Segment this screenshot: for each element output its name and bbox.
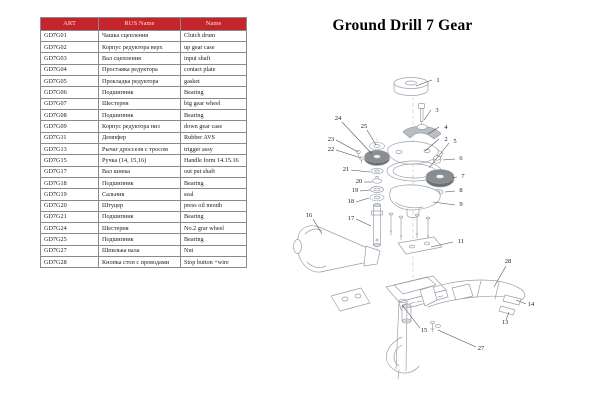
- part-auger-tube: [386, 298, 420, 380]
- callout-label: 20: [356, 178, 363, 185]
- part-bearing-bottom: [369, 193, 385, 202]
- cell-eng-name: Rubber AVS: [180, 131, 247, 144]
- parts-table: ART RUS Name Name GD7G01 Чашка сцепления…: [40, 17, 247, 269]
- callout-label: 13: [502, 319, 509, 326]
- cell-rus-name: Рычаг дросселя с тросом: [98, 142, 181, 156]
- cell-eng-name: Stop button +wire: [180, 256, 247, 269]
- callout-label: 25: [361, 123, 368, 130]
- cell-eng-name: Bearing: [180, 210, 247, 224]
- table-row: GD7G28 Кнопка стоп с проводами Stop butt…: [40, 256, 247, 269]
- col-header-rus-name: RUS Name: [98, 17, 181, 31]
- table-row: GD7G11 Демпфер Rubber AVS: [40, 131, 247, 144]
- cell-eng-name: out put shaft: [180, 165, 247, 178]
- table-row: GD7G04 Проставка редуктора contact plate: [40, 63, 247, 77]
- callout-labels: 1 3 4 2 5 6 7 8 9 11 24 25 23 22 21 20 1…: [306, 77, 535, 352]
- callout-label: 4: [444, 124, 448, 131]
- col-header-art: ART: [40, 17, 99, 31]
- callout-label: 2: [444, 136, 447, 143]
- cell-rus-name: Подшипник: [98, 233, 181, 246]
- leader-lines: [312, 79, 527, 348]
- table-row: GD7G13 Рычаг дросселя с тросом trigger a…: [40, 142, 247, 156]
- table-row: GD7G02 Корпус редуктора верх up gear cas…: [40, 41, 247, 54]
- part-big-gear-wheel: [425, 169, 455, 188]
- callout-label: 17: [348, 215, 355, 222]
- cell-eng-name: down gear case: [180, 120, 247, 133]
- callout-label: 28: [505, 258, 512, 265]
- callout-label: 14: [528, 301, 535, 308]
- callout-label: 1: [436, 77, 439, 84]
- callout-label: 6: [459, 155, 463, 162]
- part-handle-tube-13: [498, 305, 516, 316]
- part-no2-gear-wheel: [364, 149, 390, 166]
- part-output-shaft: [371, 203, 383, 247]
- callout-label: 22: [328, 146, 335, 153]
- cell-art-code: GD7G17: [40, 165, 99, 178]
- callout-label: 21: [343, 166, 350, 173]
- cell-art-code: GD7G19: [40, 188, 99, 201]
- table-row: GD7G24 Шестерня No.2 grar wheel: [40, 222, 247, 235]
- cell-art-code: GD7G15: [40, 154, 99, 167]
- part-clutch-drum: [393, 77, 429, 96]
- part-contact-plate: [402, 124, 442, 140]
- cell-eng-name: Bearing: [180, 176, 247, 190]
- callout-label: 24: [335, 115, 342, 122]
- table-row: GD7G20 Штуцер press oil mouth: [40, 199, 247, 212]
- part-stud-bolt: [430, 320, 441, 333]
- col-header-name: Name: [180, 17, 247, 31]
- table-row: GD7G09 Корпус редуктора низ down gear ca…: [40, 120, 247, 133]
- cell-art-code: GD7G24: [40, 222, 99, 235]
- cell-art-code: GD7G21: [40, 210, 99, 224]
- callout-label: 23: [328, 136, 335, 143]
- part-seal: [370, 186, 384, 193]
- table-header-row: ART RUS Name Name: [40, 17, 247, 31]
- callout-label: 5: [453, 138, 456, 145]
- table-row: GD7G25 Подшипник Bearing: [40, 233, 247, 246]
- cell-eng-name: Bearing: [180, 233, 247, 246]
- table-row: GD7G15 Ручка (14, 15,16) Handle form 14.…: [40, 154, 247, 167]
- callout-label: 7: [461, 173, 465, 180]
- case-bolts: [388, 212, 431, 241]
- cell-eng-name: No.2 grar wheel: [180, 222, 247, 235]
- cell-art-code: GD7G09: [40, 120, 99, 133]
- cell-art-code: GD7G28: [40, 256, 99, 269]
- part-small-pin-upper: [356, 149, 361, 157]
- part-nut: [433, 155, 441, 164]
- callout-label: 18: [348, 198, 355, 205]
- callout-label: 16: [306, 212, 313, 219]
- cell-art-code: GD7G20: [40, 199, 99, 212]
- part-bearing-mid: [370, 167, 384, 175]
- part-handle-tube-14: [502, 294, 522, 306]
- cell-eng-name: seal: [180, 188, 247, 201]
- cell-eng-name: trigger assy: [180, 142, 247, 156]
- callout-label: 19: [352, 187, 359, 194]
- part-small-pin-lower: [359, 156, 364, 164]
- center-axis-lines: [376, 97, 414, 292]
- part-input-shaft: [418, 103, 425, 125]
- callout-label: 27: [478, 345, 485, 352]
- callout-label: 3: [435, 107, 438, 114]
- part-rubber-avs-plate: [397, 236, 443, 255]
- table-row: GD7G06 Подшипник Bearing: [40, 86, 247, 99]
- callout-label: 8: [459, 187, 462, 194]
- cell-eng-name: press oil mouth: [180, 199, 247, 212]
- part-left-handle: [293, 225, 381, 273]
- part-bearing-top: [369, 142, 385, 150]
- callout-label: 11: [458, 238, 464, 245]
- part-right-handle: [419, 279, 526, 308]
- cell-eng-name: Handle form 14.15.16: [180, 154, 247, 167]
- callout-label: 15: [421, 327, 428, 334]
- part-damper-plate-lower: [330, 287, 371, 312]
- table-row: GD7G21 Подшипник Bearing: [40, 210, 247, 224]
- part-frame-plate: [385, 275, 449, 324]
- table-row: GD7G17 Вал шнека out put shaft: [40, 165, 247, 178]
- part-press-oil-mouth: [372, 176, 382, 184]
- table-row: GD7G19 Сальник seal: [40, 188, 247, 201]
- page-title: Ground Drill 7 Gear: [332, 17, 473, 34]
- part-down-gear-case: [389, 184, 441, 218]
- table-row: GD7G18 Подшипник Bearing: [40, 176, 247, 190]
- callout-label: 9: [459, 201, 462, 208]
